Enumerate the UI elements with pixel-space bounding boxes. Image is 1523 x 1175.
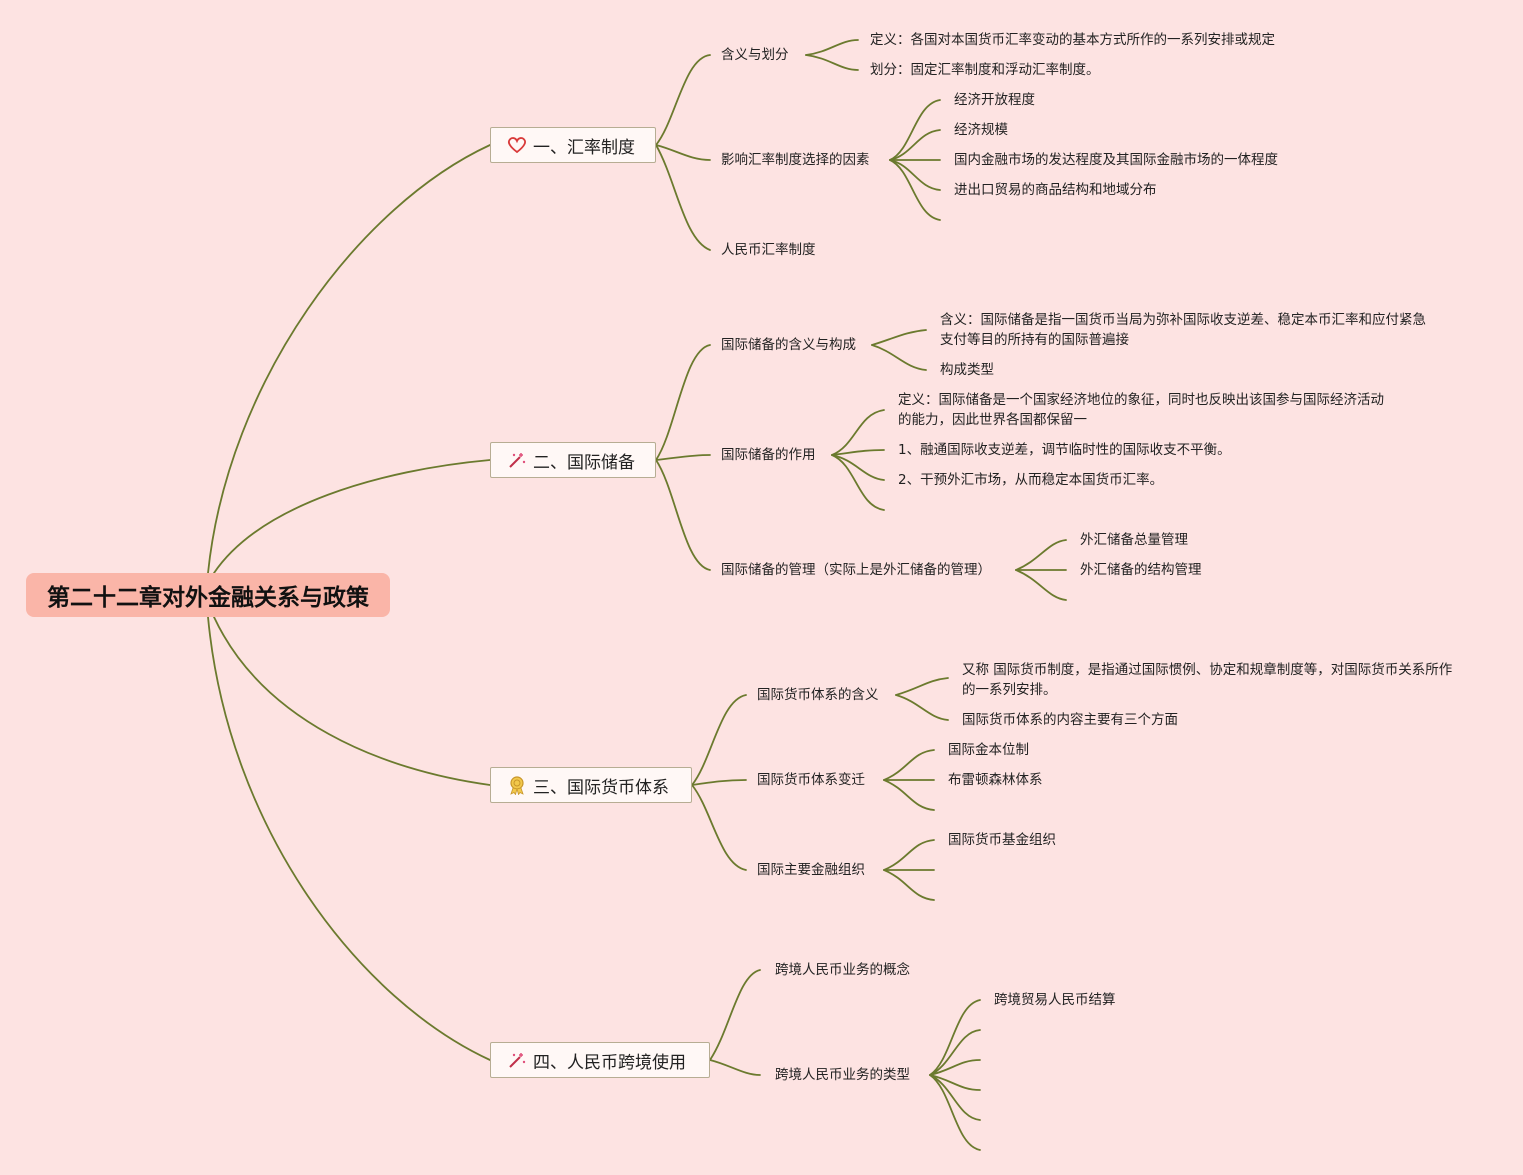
leaf-topic[interactable]: 国际货币体系的内容主要有三个方面 <box>962 712 1178 728</box>
link-b4-c2-l5 <box>929 1074 981 1121</box>
link-b4-c2-l6 <box>929 1074 981 1151</box>
link-b4-c2-l2 <box>929 1029 981 1076</box>
subtopic-reserve-management[interactable]: 国际储备的管理（实际上是外汇储备的管理） <box>721 562 991 578</box>
branch-label: 一、汇率制度 <box>533 137 635 158</box>
branch-label: 二、国际储备 <box>533 452 635 473</box>
branch-topic-rmb-crossborder[interactable]: 四、人民币跨境使用 <box>490 1042 710 1078</box>
link-b3-c1-l1 <box>895 677 949 696</box>
leaf-topic[interactable]: 定义：各国对本国货币汇率变动的基本方式所作的一系列安排或规定 <box>870 32 1275 48</box>
leaf-topic[interactable]: 经济开放程度 <box>954 92 1035 108</box>
link-b4-c2-l3 <box>929 1059 981 1076</box>
leaf-topic[interactable]: 国际货币基金组织 <box>948 832 1056 848</box>
link-b3-c1 <box>691 694 747 786</box>
link-b1-c2-l2 <box>889 129 941 161</box>
link-b2-c1 <box>655 344 711 461</box>
link-b2-c2-l1 <box>831 409 885 456</box>
branch-label: 四、人民币跨境使用 <box>533 1052 686 1073</box>
root-topic[interactable]: 第二十二章对外金融关系与政策 <box>26 573 390 617</box>
subtopic-choice-factors[interactable]: 影响汇率制度选择的因素 <box>721 152 870 168</box>
link-root-b3 <box>213 616 491 786</box>
link-b4-c2-l1 <box>929 999 981 1076</box>
leaf-topic[interactable]: 跨境贸易人民币结算 <box>994 992 1116 1008</box>
leaf-topic[interactable]: 布雷顿森林体系 <box>948 772 1043 788</box>
link-b4-c1 <box>709 969 761 1061</box>
subtopic-crossborder-concept[interactable]: 跨境人民币业务的概念 <box>775 962 910 978</box>
link-root-b1 <box>207 144 491 574</box>
subtopic-reserve-function[interactable]: 国际储备的作用 <box>721 447 816 463</box>
branch-topic-monetary-system[interactable]: 三、国际货币体系 <box>490 767 692 803</box>
link-b3-c2-l3 <box>883 779 935 811</box>
subtopic-rmb-rate-system[interactable]: 人民币汇率制度 <box>721 242 816 258</box>
leaf-topic[interactable]: 外汇储备总量管理 <box>1080 532 1188 548</box>
leaf-topic[interactable]: 经济规模 <box>954 122 1008 138</box>
magic-wand-icon <box>509 1053 526 1068</box>
link-b2-c2-l2 <box>831 449 885 456</box>
leaf-topic[interactable]: 2、干预外汇市场，从而稳定本国货币汇率。 <box>898 472 1164 488</box>
link-b2-c3 <box>655 459 711 571</box>
medal-icon <box>510 776 524 795</box>
link-b1-c2-l1 <box>889 99 941 161</box>
link-b3-c3 <box>691 784 747 871</box>
magic-wand-icon <box>509 453 526 468</box>
branch-topic-reserves[interactable]: 二、国际储备 <box>490 442 656 478</box>
leaf-topic[interactable]: 1、融通国际收支逆差，调节临时性的国际收支不平衡。 <box>898 442 1231 458</box>
subtopic-system-evolution[interactable]: 国际货币体系变迁 <box>757 772 865 788</box>
subtopic-reserve-meaning[interactable]: 国际储备的含义与构成 <box>721 337 856 353</box>
link-b3-c2-l1 <box>883 749 935 781</box>
link-b1-c2-l5 <box>889 159 941 221</box>
link-b2-c3-l1 <box>1015 539 1067 571</box>
leaf-topic[interactable]: 含义：国际储备是指一国货币当局为弥补国际收支逆差、稳定本币汇率和应付紧急支付等目… <box>940 312 1426 348</box>
link-root-b4 <box>207 616 491 1061</box>
leaf-topic[interactable]: 定义：国际储备是一个国家经济地位的象征，同时也反映出该国参与国际经济活动的能力，… <box>898 392 1384 428</box>
leaf-topic[interactable]: 构成类型 <box>940 362 994 378</box>
link-b4-c2 <box>709 1059 761 1076</box>
link-b2-c2 <box>655 454 711 461</box>
leaf-topic[interactable]: 划分：固定汇率制度和浮动汇率制度。 <box>870 62 1100 78</box>
link-b2-c1-l1 <box>871 329 927 346</box>
link-b3-c3-l1 <box>883 839 935 871</box>
link-b2-c1-l2 <box>871 344 927 371</box>
link-b1-c3 <box>655 144 711 251</box>
heart-icon <box>508 137 526 154</box>
link-b1-c1-l2 <box>805 54 859 71</box>
subtopic-system-meaning[interactable]: 国际货币体系的含义 <box>757 687 879 703</box>
link-b2-c2-l4 <box>831 454 885 511</box>
link-b2-c3-l3 <box>1015 569 1067 601</box>
leaf-topic[interactable]: 又称 国际货币制度，是指通过国际惯例、协定和规章制度等，对国际货币关系所作的一系… <box>962 662 1453 698</box>
leaf-topic[interactable]: 进出口贸易的商品结构和地域分布 <box>954 182 1157 198</box>
subtopic-crossborder-types[interactable]: 跨境人民币业务的类型 <box>775 1067 910 1083</box>
link-b1-c1 <box>655 54 711 146</box>
link-b1-c1-l1 <box>805 39 859 56</box>
link-b3-c3-l3 <box>883 869 935 901</box>
leaf-topic[interactable]: 外汇储备的结构管理 <box>1080 562 1202 578</box>
subtopic-meaning-classification[interactable]: 含义与划分 <box>721 47 789 63</box>
branch-topic-exchange-rate[interactable]: 一、汇率制度 <box>490 127 656 163</box>
link-b1-c2 <box>655 144 711 161</box>
leaf-topic[interactable]: 国际金本位制 <box>948 742 1029 758</box>
link-b1-c2-l4 <box>889 159 941 191</box>
root-title: 第二十二章对外金融关系与政策 <box>47 585 369 611</box>
link-b3-c1-l2 <box>895 694 949 721</box>
link-b3-c2 <box>691 779 747 786</box>
link-root-b2 <box>213 459 491 574</box>
branch-label: 三、国际货币体系 <box>533 777 669 798</box>
subtopic-financial-orgs[interactable]: 国际主要金融组织 <box>757 862 865 878</box>
link-b4-c2-l4 <box>929 1074 981 1091</box>
leaf-topic[interactable]: 国内金融市场的发达程度及其国际金融市场的一体程度 <box>954 152 1278 168</box>
link-b2-c2-l3 <box>831 454 885 481</box>
